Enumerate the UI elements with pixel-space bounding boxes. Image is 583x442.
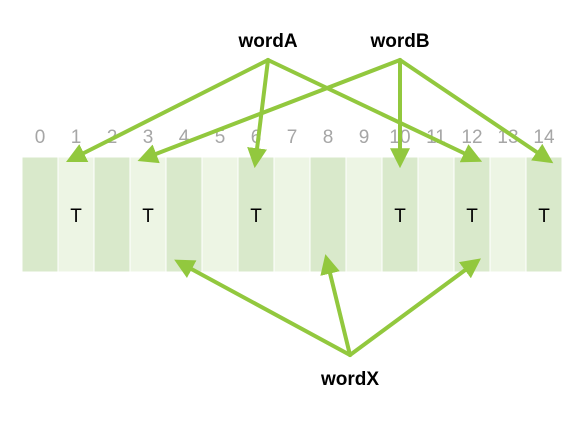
cell-0 xyxy=(21,156,59,273)
arrow-word-a-to-6 xyxy=(247,58,270,169)
index-label-6: 6 xyxy=(251,127,262,148)
index-label-1: 1 xyxy=(71,127,82,148)
index-label-5: 5 xyxy=(215,127,226,148)
index-label-13: 13 xyxy=(497,127,518,148)
index-label-12: 12 xyxy=(461,127,482,148)
arrow-word-x-to-12 xyxy=(348,258,482,357)
arrow-word-x-to-8 xyxy=(320,254,352,357)
cell-13 xyxy=(489,156,527,273)
cell-mark-3: T xyxy=(142,206,154,227)
index-label-7: 7 xyxy=(287,127,298,148)
index-label-8: 8 xyxy=(323,127,334,148)
arrow-word-b-to-3 xyxy=(137,58,402,164)
cell-mark-1: T xyxy=(70,206,82,227)
cell-6 xyxy=(237,156,275,273)
arrow-layer xyxy=(66,58,554,357)
arrow-word-b-to-14 xyxy=(398,58,554,164)
index-label-14: 14 xyxy=(533,127,555,148)
index-label-4: 4 xyxy=(179,127,190,148)
cell-7 xyxy=(273,156,311,273)
cell-8 xyxy=(309,156,347,273)
word-x-label: wordX xyxy=(320,369,379,390)
cell-4 xyxy=(165,156,203,273)
arrow-word-x-to-4 xyxy=(174,259,352,357)
index-label-9: 9 xyxy=(359,127,370,148)
cell-mark-12: T xyxy=(466,206,478,227)
cell-14 xyxy=(525,156,563,273)
cell-mark-14: T xyxy=(538,206,550,227)
index-row: 01234567891011121314 xyxy=(35,127,555,148)
cell-2 xyxy=(93,156,131,273)
arrow-word-a-to-1 xyxy=(66,58,270,163)
index-label-0: 0 xyxy=(35,127,46,148)
word-a-label: wordA xyxy=(237,31,297,52)
cell-mark-6: T xyxy=(250,206,262,227)
cell-5 xyxy=(201,156,239,273)
index-label-3: 3 xyxy=(143,127,154,148)
arrow-word-a-to-12 xyxy=(266,58,483,163)
cell-9 xyxy=(345,156,383,273)
cell-1 xyxy=(57,156,95,273)
cell-mark-10: T xyxy=(394,206,406,227)
word-b-label: wordB xyxy=(369,31,429,52)
cell-11 xyxy=(417,156,455,273)
cell-10 xyxy=(381,156,419,273)
cell-3 xyxy=(129,156,167,273)
